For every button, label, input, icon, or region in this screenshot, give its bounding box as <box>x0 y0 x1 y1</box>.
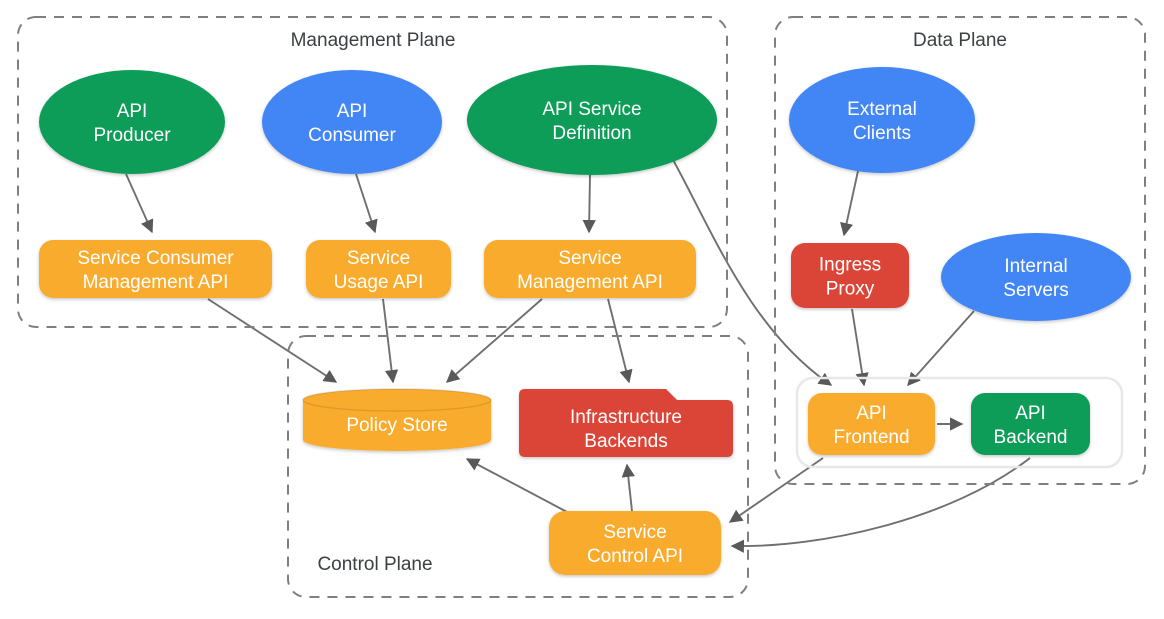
edge-usage-to-policy-store <box>382 298 399 384</box>
management-plane-border <box>17 16 728 328</box>
edge-consumer-mgmt-to-policy-store <box>207 298 338 383</box>
control-plane: Control Plane <box>287 335 749 598</box>
ingress-proxy-shape[interactable] <box>791 243 909 308</box>
ingress-proxy-label-line-2: Proxy <box>826 279 875 300</box>
service-management-api-label-line-2: Management API <box>517 272 663 293</box>
api-gateway-group <box>795 376 1124 469</box>
edge-ingress-to-frontend <box>851 308 869 387</box>
edge-external-clients-to-ingress <box>840 170 859 237</box>
internal-servers-label-line-2: Servers <box>1003 280 1068 301</box>
edge-definition-to-mgmt <box>582 174 596 234</box>
service-usage-api-shape[interactable] <box>306 240 451 298</box>
api-producer-shape[interactable] <box>39 70 225 174</box>
infrastructure-backends-label-line-2: Backends <box>584 431 667 452</box>
service-management-api-shape[interactable] <box>484 240 696 298</box>
api-frontend[interactable]: API Frontend <box>808 393 935 455</box>
edge-mgmt-api-to-infrastructure <box>607 298 633 384</box>
edge-frontend-to-control-api <box>728 457 824 523</box>
data-plane-label: Data Plane <box>913 30 1007 51</box>
internal-servers-label-line-1: Internal <box>1004 256 1067 277</box>
service-management-api-label-line-1: Service <box>558 248 621 269</box>
edge-backend-to-control-api <box>730 457 1031 553</box>
infrastructure-backends-label-line-1: Infrastructure <box>570 407 682 428</box>
api-frontend-label-line-2: Frontend <box>833 427 909 448</box>
api-backend-label-line-2: Backend <box>994 427 1068 448</box>
service-consumer-management-api-label-line-1: Service Consumer <box>77 248 234 269</box>
api-backend-shape[interactable] <box>971 393 1090 455</box>
api-frontend-label-line-1: API <box>856 403 887 424</box>
policy-store-top <box>302 388 492 412</box>
control-plane-border <box>287 335 749 598</box>
api-service-definition-shape[interactable] <box>467 65 717 175</box>
service-control-api-label-line-1: Service <box>603 522 666 543</box>
edge-definition-to-frontend <box>671 157 833 386</box>
service-usage-api-label-line-2: Usage API <box>334 272 424 293</box>
ingress-proxy-label-line-1: Ingress <box>819 255 881 276</box>
external-clients-label-line-2: Clients <box>853 123 911 144</box>
api-producer-label-line-1: API <box>117 101 148 122</box>
policy-store[interactable]: Policy Store <box>302 388 492 451</box>
edge-consumer-to-usage <box>355 173 378 234</box>
service-control-api-shape[interactable] <box>549 511 721 575</box>
edge-internal-servers-to-frontend <box>907 310 975 386</box>
service-consumer-management-api-shape[interactable] <box>39 240 272 298</box>
infrastructure-backends-shape[interactable] <box>519 389 733 457</box>
api-service-definition-label-line-2: Definition <box>552 123 631 144</box>
control-plane-label: Control Plane <box>317 554 432 575</box>
management-plane: Management Plane <box>17 16 728 328</box>
management-plane-label: Management Plane <box>291 30 456 51</box>
policy-store-label-line-1: Policy Store <box>346 415 447 436</box>
edge-producer-to-consumer-mgmt <box>125 173 154 234</box>
api-consumer-label-line-1: API <box>337 101 368 122</box>
api-service-definition-label-line-1: API Service <box>542 99 641 120</box>
api-consumer-shape[interactable] <box>262 70 442 174</box>
api-consumer[interactable]: API Consumer <box>262 70 442 174</box>
external-clients-label-line-1: External <box>847 99 917 120</box>
internal-servers-shape[interactable] <box>941 233 1131 321</box>
data-plane: Data Plane <box>774 16 1146 485</box>
edge-mgmt-api-to-policy-store <box>445 298 543 383</box>
edge-control-api-to-infrastructure <box>621 463 635 512</box>
edge-control-api-to-policy-store <box>465 458 570 514</box>
service-usage-api-label-line-1: Service <box>347 248 410 269</box>
policy-store-shape[interactable] <box>302 388 492 451</box>
api-backend-label-line-1: API <box>1015 403 1046 424</box>
api-producer[interactable]: API Producer <box>39 70 225 174</box>
api-backend[interactable]: API Backend <box>971 393 1090 455</box>
api-consumer-label-line-2: Consumer <box>308 125 396 146</box>
service-control-api-label-line-2: Control API <box>587 546 683 567</box>
api-producer-label-line-2: Producer <box>93 125 171 146</box>
external-clients-shape[interactable] <box>789 67 975 173</box>
service-consumer-management-api-label-line-2: Management API <box>83 272 229 293</box>
data-plane-border <box>774 16 1146 485</box>
api-frontend-shape[interactable] <box>808 393 935 455</box>
